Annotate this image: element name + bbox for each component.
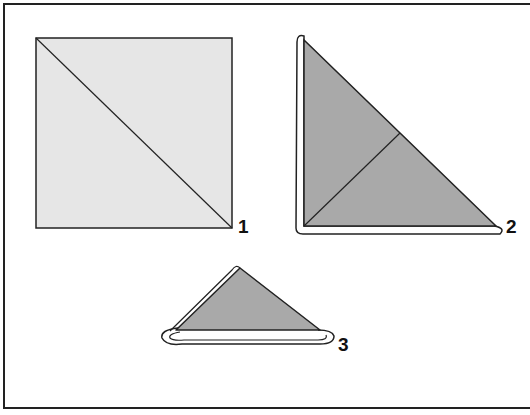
fold-line bbox=[304, 133, 400, 226]
frame bbox=[4, 4, 530, 408]
fold-line bbox=[36, 38, 232, 228]
napkin-layer bbox=[296, 36, 502, 234]
napkin-layer bbox=[170, 266, 240, 331]
step-number: 3 bbox=[338, 335, 349, 354]
napkin-triangle bbox=[304, 40, 496, 226]
napkin-triangle bbox=[176, 268, 320, 330]
step-number: 1 bbox=[238, 217, 249, 236]
napkin-square bbox=[36, 38, 232, 228]
napkin-layer bbox=[170, 332, 327, 340]
step-number: 2 bbox=[506, 217, 517, 236]
